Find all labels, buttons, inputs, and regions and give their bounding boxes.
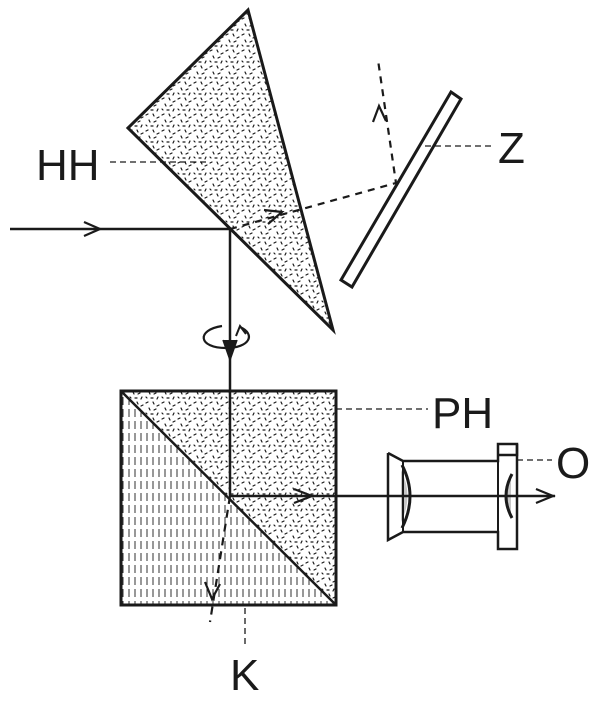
- arrowhead-icon: [371, 103, 387, 123]
- label-k: K: [230, 651, 259, 700]
- arrowhead-icon: [222, 339, 238, 363]
- arrowhead-icon: [293, 487, 316, 505]
- leader-lines: [110, 145, 552, 648]
- arrowhead-icon: [535, 487, 556, 505]
- label-ph: PH: [432, 389, 493, 438]
- glass-plate: [338, 89, 463, 290]
- arrowhead-icon: [203, 581, 221, 602]
- label-o: O: [556, 439, 590, 488]
- label-z: Z: [498, 124, 525, 173]
- label-hh: HH: [36, 141, 100, 190]
- eyepiece: [386, 442, 519, 551]
- polarizing-cube: [119, 389, 338, 607]
- reflected-dashed-ray: [229, 59, 398, 231]
- arrowhead-icon: [263, 208, 285, 225]
- rotation-arrow-icon: [202, 323, 250, 350]
- dashed-ray-down: [208, 495, 232, 623]
- arrowhead-icon: [83, 220, 103, 238]
